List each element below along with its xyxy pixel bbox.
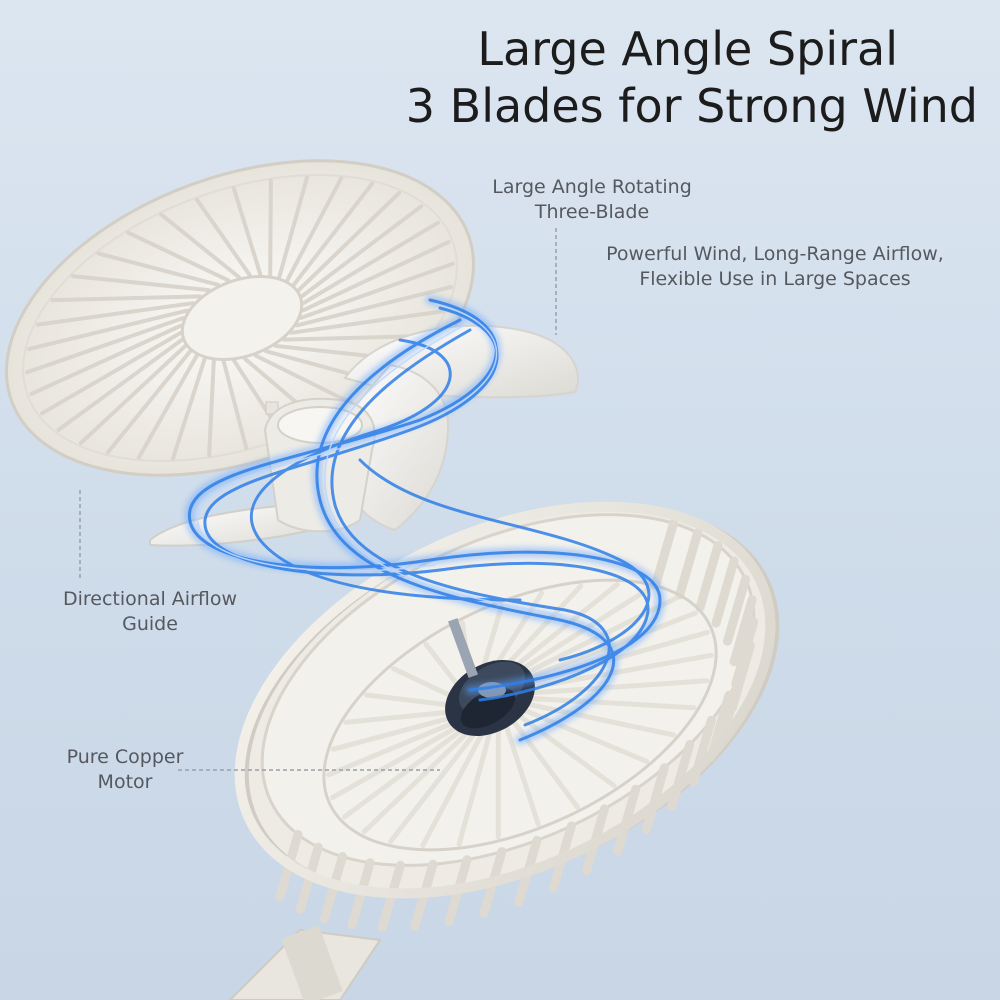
cage-inner-spoke <box>343 709 458 725</box>
grille-spoke <box>159 212 241 280</box>
callout-wind-line-1: Powerful Wind, Long-Range Airflow, <box>606 243 944 265</box>
cage-bar <box>641 763 669 835</box>
grille-spoke <box>294 285 453 328</box>
grille-spoke <box>96 251 221 287</box>
cage-inner-spoke <box>420 729 486 849</box>
grille-spoke <box>231 186 263 277</box>
cage-inner-spoke <box>361 729 472 835</box>
grille-spoke <box>298 261 455 320</box>
callout-motor-line-2: Motor <box>97 771 153 793</box>
airflow-spiral <box>184 295 666 745</box>
front-grille-guard <box>5 159 475 477</box>
callout-blade-line-1: Large Angle Rotating <box>492 176 692 198</box>
grille-spoke <box>126 230 231 283</box>
grille-spoke <box>285 176 344 283</box>
callout-wind-line-2: Flexible Use in Large Spaces <box>639 268 911 290</box>
grille-spoke <box>289 309 445 335</box>
callout-leader-lines <box>79 228 557 771</box>
cage-inner-spoke <box>330 723 462 801</box>
cage-inner-spoke <box>388 730 478 844</box>
cage-bar <box>675 528 703 600</box>
headline: Large Angle Spiral 3 Blades for Strong W… <box>338 22 978 136</box>
headline-line-1: Large Angle Spiral <box>477 22 898 76</box>
cage-bar <box>695 541 723 612</box>
cage-inner-spoke <box>526 695 697 711</box>
callout-airflow-guide: Directional Airflow Guide <box>40 587 260 637</box>
cage-inner-spoke <box>524 701 677 738</box>
grille-spoke <box>56 337 184 432</box>
cage-inner-spoke <box>326 719 459 778</box>
cage-bar <box>729 595 757 667</box>
callout-guide-line-1: Directional Airflow <box>62 588 237 610</box>
cage-inner-spoke <box>456 728 493 847</box>
cage-inner-spoke <box>342 726 466 820</box>
grille-spoke <box>25 316 186 375</box>
grille-spoke <box>29 323 183 396</box>
cage-inner-spoke <box>363 692 460 709</box>
grille-spoke <box>35 301 195 327</box>
grille-spoke <box>70 274 211 293</box>
grille-spoke <box>301 240 451 313</box>
callout-motor-line-1: Pure Copper <box>66 746 184 768</box>
grille-spoke <box>171 356 207 461</box>
grille-spoke <box>40 331 183 416</box>
cage-inner-spoke <box>521 707 650 764</box>
cage-inner-spoke <box>330 714 457 752</box>
cage-inner-spoke <box>498 581 620 681</box>
cage-bar <box>651 518 678 590</box>
grille-spoke <box>291 181 375 287</box>
grille-spoke <box>105 349 193 455</box>
grille-spoke <box>207 358 216 458</box>
grille-spoke <box>221 359 249 450</box>
grille-spoke <box>136 353 199 460</box>
cage-inner-spoke <box>503 722 541 827</box>
grille-spoke <box>277 175 309 280</box>
grille-spoke <box>50 294 203 303</box>
callout-wind: Powerful Wind, Long-Range Airflow, Flexi… <box>590 242 960 292</box>
grille-spoke <box>27 308 190 351</box>
grille-spoke <box>300 204 424 299</box>
grille-spoke <box>296 191 402 292</box>
cage-inner-spoke <box>506 586 652 680</box>
cage-inner-spoke <box>527 678 710 696</box>
headline-line-2: 3 Blades for Strong Wind <box>405 79 978 133</box>
cage-bar <box>719 665 747 737</box>
grille-spoke <box>268 178 273 278</box>
callout-blade: Large Angle Rotating Three-Blade <box>462 175 722 225</box>
cage-inner-spoke <box>516 712 617 789</box>
callout-motor: Pure Copper Motor <box>40 745 210 795</box>
cage-bar <box>711 556 739 628</box>
callout-blade-line-2: Three-Blade <box>534 201 650 223</box>
grille-spoke <box>253 353 354 406</box>
fan-pole <box>228 925 382 1000</box>
callout-guide-line-2: Guide <box>122 613 178 635</box>
cage-bar <box>723 574 750 646</box>
grille-spoke <box>301 220 440 305</box>
grille-spoke <box>78 344 188 445</box>
grille-spoke <box>194 197 252 278</box>
